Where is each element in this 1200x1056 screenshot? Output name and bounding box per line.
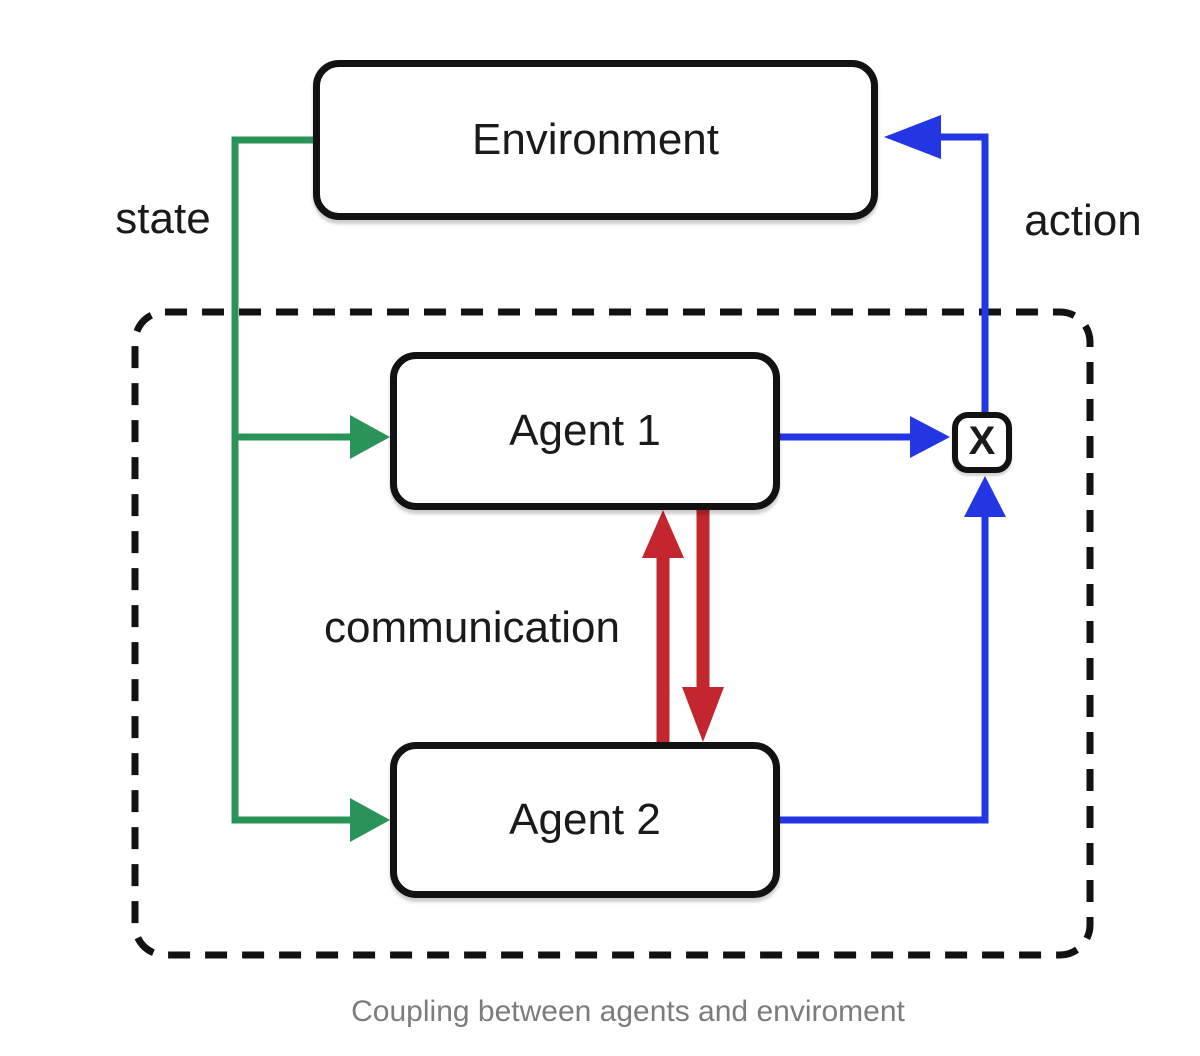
combiner-node: X (952, 412, 1012, 473)
edge-agent2-combiner (780, 516, 989, 824)
figure-caption: Coupling between agents and enviroment (351, 995, 905, 1028)
arrowhead-state-agent1 (350, 415, 390, 459)
arrowhead-agent2-combiner (964, 476, 1006, 517)
label-state: state (115, 194, 211, 243)
dashed-boundary (131, 308, 1094, 959)
node-agent1: Agent 1 (390, 352, 780, 510)
combiner-label: X (968, 419, 996, 463)
node-environment-label: Environment (471, 115, 719, 164)
node-environment: Environment (313, 60, 878, 220)
node-agent2-label: Agent 2 (509, 795, 661, 844)
node-agent1-label: Agent 1 (509, 406, 661, 455)
arrowhead-action-environment (884, 115, 941, 159)
label-communication: communication (324, 603, 620, 652)
arrowhead-agent1-combiner (910, 416, 950, 458)
edge-combiner-environment (940, 133, 989, 414)
edge-state-trunk (231, 136, 352, 824)
label-action: action (1024, 196, 1142, 245)
arrowhead-communication-up (642, 510, 684, 558)
node-agent2: Agent 2 (390, 742, 780, 898)
arrowhead-state-agent2 (350, 798, 390, 842)
arrowhead-communication-down (682, 687, 724, 742)
